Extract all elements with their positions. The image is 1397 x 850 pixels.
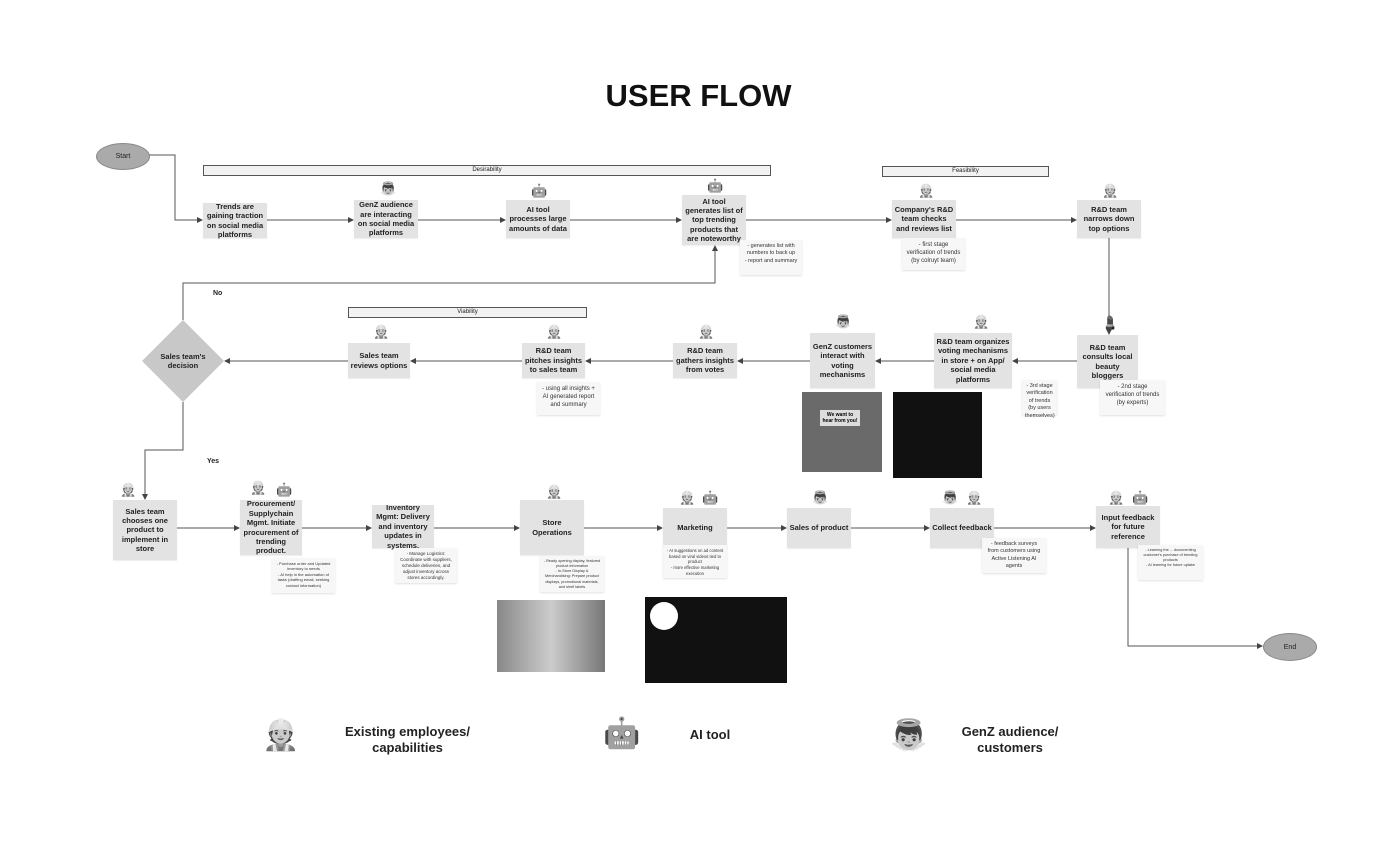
end-node: End [1263,633,1317,661]
legend-genz-icon: 👼 [890,719,928,752]
employee-icon: 👷 [250,480,267,495]
node-store-ops: Store Operations [520,500,584,555]
note-collect-feedback: - feedback surveys from customers using … [982,538,1046,573]
node-rd-pitches: R&D team pitches insights to sales team [522,343,585,378]
instagram-profile-screenshot [645,597,787,683]
social-post-screenshot [893,392,982,478]
legend-ai: AI tool [689,727,731,742]
note-rd-pitches: - using all insights + AI generated repo… [537,382,600,415]
node-rd-consults: R&D team consults local beauty bloggers [1077,335,1138,388]
no-label: No [213,290,223,297]
start-node: Start [96,143,150,170]
employee-icon: 👷 [120,482,137,497]
robot-icon: 🤖 [707,178,724,193]
node-marketing: Marketing [663,508,727,548]
legend-genz: GenZ audience/ customers [961,724,1059,755]
legend-employee-icon: 👷 [262,719,300,752]
node-company-rd: Company's R&D team checks and reviews li… [892,200,956,238]
employee-icon: 👷 [973,314,990,329]
node-trends: Trends are gaining traction on social me… [203,202,267,239]
note-input-feedback: - Learning the ... documenting customer'… [1138,545,1203,580]
node-input-feedback: Input feedback for future reference [1096,506,1160,548]
yes-label: Yes [207,458,220,465]
legend-robot-icon: 🤖 [603,717,641,750]
robot-icon: 🤖 [702,490,719,505]
node-genz-customers: GenZ customers interact with voting mech… [810,333,875,388]
note-procurement: - Purchase order and Updated inventory t… [272,558,335,593]
genz-icon: 👼 [812,490,829,505]
node-sales-reviews: Sales team reviews options [348,343,410,378]
node-inventory: Inventory Mgmt: Delivery and inventory u… [372,503,434,550]
robot-icon: 🤖 [1132,490,1149,505]
node-rd-organizes: R&D team organizes voting mechanisms in … [934,333,1012,388]
phase-viability: Viability [348,307,587,318]
phase-feasibility: Feasibility [882,166,1049,177]
note-store-ops: - Ready opening display, featured produc… [540,556,604,592]
genz-icon: 👼 [942,490,959,505]
node-rd-gathers: R&D team gathers insights from votes [673,343,737,378]
note-inventory: - Manage Logistics: Coordinate with supp… [395,548,457,583]
robot-icon: 🤖 [531,183,548,198]
employee-icon: 👷 [546,484,563,499]
employee-icon: 👷 [679,490,696,505]
lipstick-icon: 💄 [1102,315,1119,330]
node-genz-interact: GenZ audience are interacting on social … [354,200,418,238]
employee-icon: 👷 [698,324,715,339]
employee-icon: 👷 [1108,490,1125,505]
node-sales-product: Sales of product [787,508,851,548]
decision-diamond [142,320,224,402]
genz-icon: 👼 [380,181,397,196]
note-rd-consults: - 2nd stage verification of trends (by e… [1100,380,1165,415]
voting-poster-text: We want to hear from you! [820,410,860,426]
phase-desirability: Desirability [203,165,771,176]
employee-icon: 👷 [546,324,563,339]
node-procurement: Procurement/ Supplychain Mgmt. Initiate … [240,499,302,555]
node-decision: Sales team's decision [160,351,206,370]
node-sales-chooses: Sales team chooses one product to implem… [113,500,177,560]
note-marketing: - AI suggestions on ad content based on … [663,545,727,578]
node-ai-generate: AI tool generates list of top trending p… [682,195,746,245]
genz-icon: 👼 [835,314,852,329]
page-title: USER FLOW [605,78,792,113]
employee-icon: 👷 [373,324,390,339]
employee-icon: 👷 [966,490,983,505]
robot-icon: 🤖 [276,482,293,497]
note-company-rd: - first stage verification of trends (by… [902,238,965,270]
note-ai-generate: - generates list with numbers to back up… [740,240,802,275]
legend-employees: Existing employees/ capabilities [345,724,470,755]
note-rd-organizes: - 3rd stage verification of trends (by u… [1022,380,1057,419]
voting-store-image: We want to hear from you! [802,392,882,472]
employee-icon: 👷 [1102,183,1119,198]
store-aisle-image [497,600,605,672]
node-ai-process: AI tool processes large amounts of data [506,200,570,238]
node-rd-narrows: R&D team narrows down top options [1077,200,1141,238]
employee-icon: 👷 [918,183,935,198]
